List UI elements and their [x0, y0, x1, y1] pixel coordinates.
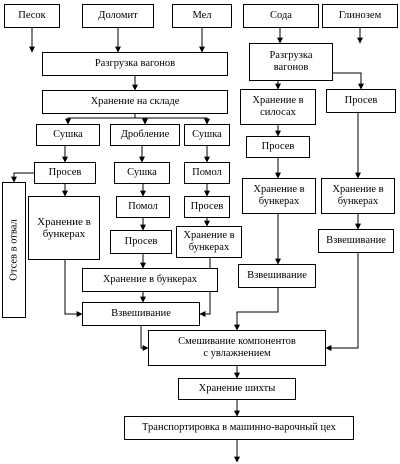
node-smeshivanie: Смешивание компонентов с увлажнением — [148, 330, 326, 366]
connector-10 — [333, 72, 364, 90]
node-hranenie-bunk-pesok: Хранение в бункерах — [28, 196, 100, 260]
connector-8 — [135, 117, 210, 125]
connector-29 — [140, 326, 149, 351]
node-droblenie: Дробление — [110, 124, 180, 146]
node-vzvesh-main: Взвешивание — [82, 302, 200, 326]
node-vzvesh-soda: Взвешивание — [238, 264, 316, 288]
node-sushka-2: Сушка — [184, 124, 230, 146]
node-hranenie-bunk-soda: Хранение в бункерах — [242, 178, 316, 214]
node-prosev-mel: Просев — [184, 196, 230, 218]
node-hranenie-sklad: Хранение на складе — [42, 90, 228, 114]
node-soda: Сода — [243, 4, 319, 28]
node-razgruzka-right: Разгрузка вагонов — [249, 43, 333, 81]
connector-30 — [234, 288, 279, 331]
node-dolomit: Доломит — [82, 4, 154, 28]
node-prosev-soda: Просев — [246, 136, 310, 158]
node-hranenie-bunk-dolomit: Хранение в бункерах — [82, 268, 218, 292]
node-hranenie-bunk-mel: Хранение в бункерах — [176, 226, 242, 258]
node-pomol-dolomit: Помол — [116, 196, 170, 218]
node-hranenie-silos: Хранение в силосах — [240, 89, 316, 125]
node-sushka-dolomit: Сушка — [114, 162, 170, 184]
node-pomol-mel: Помол — [184, 162, 230, 184]
connector-26 — [64, 260, 83, 317]
connector-15 — [11, 172, 34, 183]
node-hranenie-shikhty: Хранение шихты — [178, 378, 296, 400]
node-prosev-pesok: Просев — [34, 162, 96, 184]
node-pesok: Песок — [4, 4, 60, 28]
node-otsev: Отсев в отвал — [2, 182, 26, 318]
node-vzvesh-glinozem: Взвешивание — [318, 229, 394, 253]
node-mel: Мел — [172, 4, 232, 28]
connector-6 — [65, 114, 136, 125]
node-razgruzka-left: Разгрузка вагонов — [42, 52, 228, 76]
node-glinozem: Глинозем — [322, 4, 398, 28]
node-hranenie-bunk-glinozem: Хранение в бункерах — [321, 178, 395, 214]
node-otsev-label: Отсев в отвал — [8, 219, 20, 281]
connector-31 — [325, 253, 359, 351]
node-prosev-glinozem: Просев — [326, 89, 396, 113]
node-transport: Транспортировка в машинно-варочный цех — [124, 416, 354, 440]
node-sushka-1: Сушка — [36, 124, 100, 146]
node-prosev-dolomit: Просев — [110, 230, 172, 254]
